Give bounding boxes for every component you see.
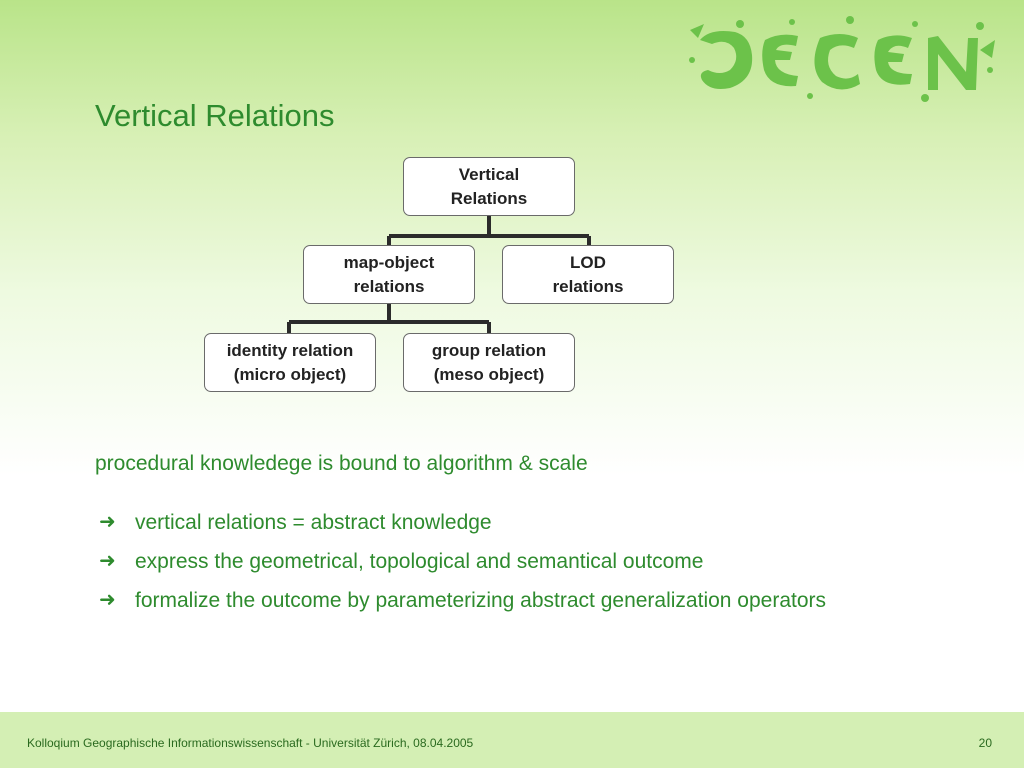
footer-bar: Kolloqium Geographische Informationswiss… — [0, 712, 1024, 768]
bullet-text: vertical relations = abstract knowledge — [135, 511, 492, 534]
bullet-item: ➜ express the geometrical, topological a… — [95, 547, 915, 576]
right-arrow-icon: ➜ — [99, 550, 116, 572]
bullet-text: express the geometrical, topological and… — [135, 550, 704, 573]
node-identity-relation: identity relation (micro object) — [204, 333, 376, 392]
bullet-item: ➜ vertical relations = abstract knowledg… — [95, 508, 915, 537]
node-label: group relation — [431, 340, 547, 360]
right-arrow-icon: ➜ — [99, 589, 116, 611]
footer-text: Kolloqium Geographische Informationswiss… — [27, 736, 474, 750]
slide-title: Vertical Relations — [95, 98, 335, 133]
node-label: Vertical — [458, 164, 520, 184]
bullet-list: ➜ vertical relations = abstract knowledg… — [95, 508, 915, 625]
node-label: (meso object) — [433, 364, 545, 384]
node-label: relations — [353, 276, 425, 296]
statement: procedural knowledege is bound to algori… — [95, 452, 588, 475]
node-label: relations — [552, 276, 624, 296]
bullet-item: ➜ formalize the outcome by parameterizin… — [95, 586, 915, 615]
node-label: identity relation — [226, 340, 354, 360]
page-number: 20 — [978, 736, 992, 750]
degen-logo — [689, 16, 995, 102]
node-label: LOD — [570, 252, 606, 272]
node-label: Relations — [450, 188, 528, 208]
bullet-text: formalize the outcome by parameterizing … — [135, 589, 827, 612]
node-label: map-object — [343, 252, 435, 272]
node-map-object-relations: map-object relations — [303, 245, 475, 304]
node-label: (micro object) — [233, 364, 347, 384]
node-lod-relations: LOD relations — [502, 245, 674, 304]
right-arrow-icon: ➜ — [99, 511, 116, 533]
node-group-relation: group relation (meso object) — [403, 333, 575, 392]
